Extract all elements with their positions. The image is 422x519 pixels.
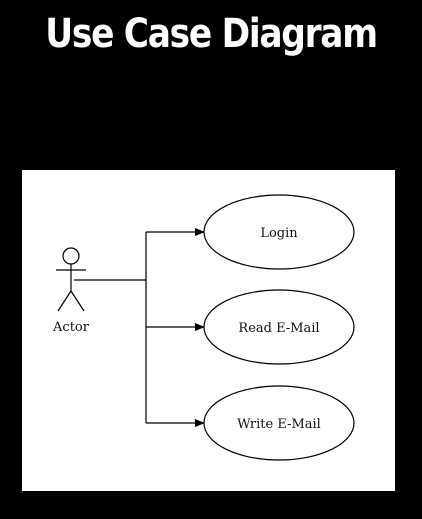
- actor-head: [62, 247, 80, 265]
- use-case-read-email-label: Read E-Mail: [238, 321, 319, 336]
- use-case-write-email[interactable]: Write E-Mail: [203, 385, 355, 461]
- use-case-diagram: Actor Login Read E-Mail Write E-Mail: [52, 194, 355, 461]
- actor-right-leg: [70, 290, 85, 312]
- actor-label: Actor: [52, 320, 90, 335]
- use-case-read-email-ellipse: [203, 289, 355, 365]
- page-title: Use Case Diagram: [45, 11, 378, 57]
- actor-figure[interactable]: [56, 247, 86, 312]
- use-case-login-ellipse: [203, 194, 355, 270]
- use-case-write-email-ellipse: [203, 385, 355, 461]
- actor-left-leg: [57, 290, 72, 312]
- use-case-login[interactable]: Login: [203, 194, 355, 270]
- use-case-read-email[interactable]: Read E-Mail: [203, 289, 355, 365]
- diagram-canvas: Actor Login Read E-Mail Write E-Mail: [22, 170, 395, 491]
- use-case-write-email-label: Write E-Mail: [237, 417, 321, 432]
- connectors: [74, 228, 205, 427]
- use-case-login-label: Login: [260, 226, 298, 241]
